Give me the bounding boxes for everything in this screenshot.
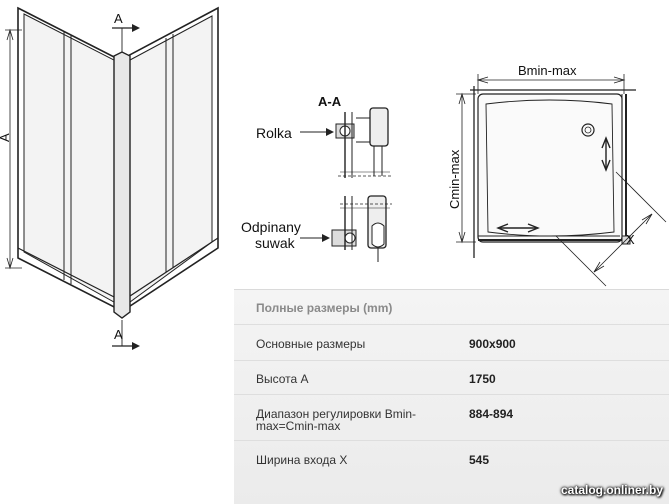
- spec-row-entry-width: Ширина входа X 545: [234, 440, 669, 475]
- spec-label: Ширина входа X: [256, 453, 348, 467]
- spec-value: 884-894: [469, 407, 514, 421]
- specs-title: Полные размеры (mm): [256, 301, 393, 315]
- spec-value: 545: [469, 453, 490, 467]
- spec-row-adjust-range: Диапазон регулировки Bmin-max=Cmin-max 8…: [234, 394, 669, 441]
- spec-label: Основные размеры: [256, 337, 366, 351]
- spec-label: Высота A: [256, 372, 309, 386]
- callout-slider-line1: Odpinany: [241, 219, 301, 235]
- entry-dimension-label: X: [626, 232, 635, 247]
- spec-row-height: Высота A 1750: [234, 360, 669, 395]
- section-mark-bottom: A: [114, 327, 123, 342]
- spec-row-main-size: Основные размеры 900x900: [234, 324, 669, 361]
- height-dimension-label: A: [0, 133, 12, 142]
- spec-label: Диапазон регулировки Bmin-max=Cmin-max: [256, 407, 417, 433]
- spec-value: 1750: [469, 372, 496, 386]
- shower-perspective-view: [5, 6, 219, 350]
- section-mark-top: A: [114, 11, 123, 26]
- section-detail: [300, 107, 392, 262]
- specs-table: Полные размеры (mm) Основные размеры 900…: [234, 289, 669, 504]
- section-title: A-A: [318, 94, 342, 109]
- spec-value: 900x900: [469, 337, 516, 351]
- depth-dimension-label: Cmin-max: [447, 149, 462, 209]
- plan-view: [456, 74, 667, 287]
- watermark: catalog.onliner.by: [560, 483, 663, 497]
- width-dimension-label: Bmin-max: [518, 63, 577, 78]
- callout-roller: Rolka: [256, 125, 292, 141]
- callout-slider-line2: suwak: [255, 235, 296, 251]
